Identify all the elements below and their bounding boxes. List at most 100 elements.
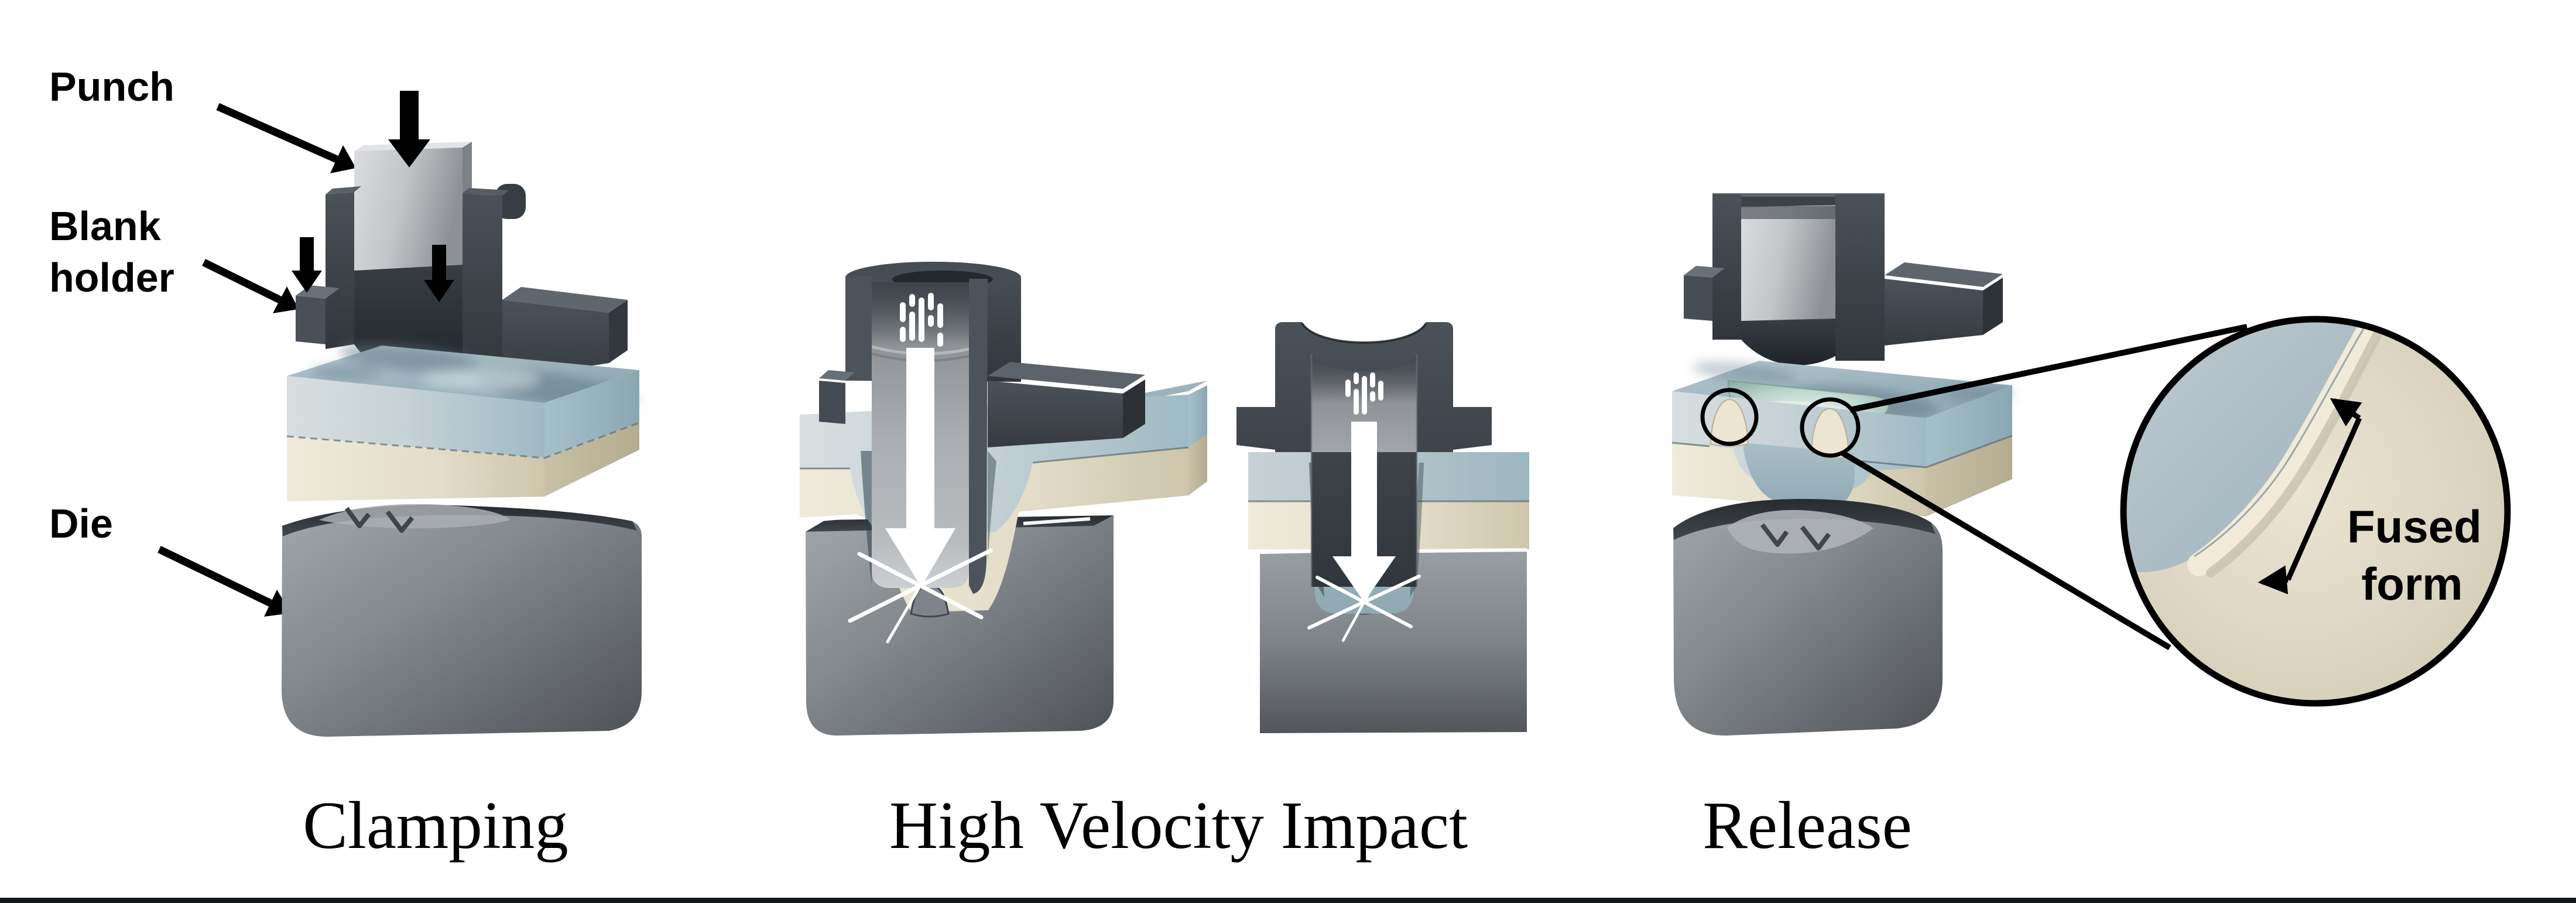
blank-sheet bbox=[286, 343, 640, 501]
measure-arrow-line bbox=[2285, 417, 2362, 581]
die-top-face bbox=[1673, 499, 1936, 540]
blank-bottom-layer-side bbox=[1188, 435, 1207, 495]
left-flange-top-face bbox=[1684, 266, 1725, 278]
left-holder-force-arrow-icon bbox=[292, 237, 322, 293]
mottle-blob bbox=[310, 364, 381, 381]
die-body bbox=[282, 505, 642, 737]
left-flange-front-face bbox=[296, 296, 326, 344]
die-cavity-highlight bbox=[1727, 509, 1873, 554]
blank-top-layer-side bbox=[1926, 385, 2012, 467]
layer-boundary-line bbox=[1671, 435, 2013, 468]
cut-wall-left bbox=[845, 276, 872, 381]
panel-impact bbox=[800, 262, 1529, 736]
panel-release bbox=[1671, 193, 2248, 736]
holder-right-wall bbox=[1835, 194, 1885, 361]
arrow-head bbox=[1332, 556, 1396, 602]
holder-front-saddle bbox=[1741, 319, 1835, 365]
cut-wall-right bbox=[969, 279, 988, 594]
right-flange-front-face bbox=[1885, 279, 1983, 346]
holder-left-wall bbox=[1712, 194, 1741, 340]
speed-streaks bbox=[1345, 372, 1383, 415]
draw-wall-shadow-left bbox=[861, 451, 872, 586]
blank-holder-label-line2: holder bbox=[49, 255, 174, 300]
die-block bbox=[1673, 499, 1943, 736]
caption-clamping: Clamping bbox=[303, 788, 568, 863]
fused-form-label-line2: form bbox=[2361, 558, 2462, 610]
bottom-rule bbox=[0, 898, 2576, 903]
layer-boundary-line bbox=[800, 446, 1189, 470]
right-flange-top-face bbox=[502, 287, 628, 313]
die-contact-gap bbox=[804, 515, 1091, 525]
left-flange-front-face bbox=[1684, 275, 1712, 321]
speed-streaks bbox=[900, 293, 943, 347]
blank-bottom-layer-side bbox=[1926, 436, 2012, 517]
right-flange-front-face bbox=[988, 381, 1123, 447]
left-flange-front-face bbox=[819, 381, 845, 424]
right-flange-side-face bbox=[1983, 278, 2003, 335]
punch-blank-holder-assembly bbox=[1684, 193, 2003, 365]
left-flange-top-face bbox=[819, 370, 855, 381]
callout-line-upper bbox=[1849, 324, 2248, 413]
mottle-blob bbox=[422, 369, 539, 390]
punch-leader-arrowhead-icon bbox=[330, 145, 356, 173]
die-contact-gap bbox=[1260, 548, 1527, 553]
die-label: Die bbox=[49, 501, 113, 546]
blank-top-layer-side bbox=[544, 370, 639, 458]
blank-top-layer-front bbox=[287, 376, 544, 458]
mottle-blob bbox=[340, 343, 480, 374]
mottle-blob bbox=[1692, 361, 1797, 384]
panel-clamping: Punch Blank holder Die bbox=[49, 64, 642, 737]
holder-top-curve bbox=[1301, 322, 1427, 344]
impact-3d-view bbox=[800, 262, 1207, 736]
die-cavity-notches bbox=[1760, 523, 1831, 550]
punch-leader-arrow bbox=[216, 103, 338, 163]
draw-wall-shadow-right bbox=[988, 451, 996, 562]
holder-right-wall-top bbox=[463, 188, 509, 196]
impact-section-view bbox=[1236, 322, 1529, 733]
part-labels: Punch Blank holder Die bbox=[49, 64, 356, 617]
inset-fused-ridge bbox=[2187, 320, 2383, 576]
die-cavity-notches bbox=[344, 507, 415, 533]
right-flange-side-face bbox=[609, 300, 628, 363]
magnifier-inset: Fused form bbox=[2120, 316, 2511, 707]
punch-front-face bbox=[1741, 205, 1835, 326]
punch-top-shadow bbox=[1741, 206, 1835, 219]
blank-top-layer-side bbox=[1188, 385, 1207, 447]
impact-arrow-icon bbox=[1307, 372, 1421, 642]
blank-bottom-layer-side bbox=[544, 423, 639, 497]
punch-force-arrow-icon bbox=[388, 91, 430, 167]
arrow-shaft bbox=[1351, 422, 1377, 557]
die-block bbox=[282, 504, 642, 737]
punch-blank-holder-assembly bbox=[292, 91, 628, 382]
measure-arrow-icon bbox=[2258, 398, 2362, 594]
layer-boundary-line bbox=[286, 422, 640, 459]
drawn-cup-front bbox=[1743, 443, 1855, 507]
measure-arrow-upper bbox=[2330, 398, 2362, 427]
caption-release: Release bbox=[1703, 788, 1912, 863]
fused-form-label-line1: Fused bbox=[2347, 501, 2482, 552]
fused-bump-left bbox=[1710, 398, 1749, 447]
punch-front-face bbox=[354, 148, 463, 271]
holder-left-wall-top bbox=[326, 186, 361, 194]
impact-arrow-icon bbox=[848, 293, 993, 644]
die-leader-arrow bbox=[157, 546, 272, 607]
formed-blank bbox=[1671, 361, 2014, 517]
blank-holder-leader-arrowhead-icon bbox=[273, 286, 299, 313]
blank-holder-leader-arrow bbox=[202, 259, 282, 303]
blank-holder-label-line1: Blank bbox=[49, 203, 161, 249]
callout-circle-left bbox=[1700, 388, 1759, 446]
holder-right-wall bbox=[463, 193, 502, 378]
inset-circle-outline bbox=[2120, 316, 2511, 707]
arrow-shaft bbox=[906, 348, 934, 531]
impact-burst bbox=[1307, 562, 1421, 642]
callout-circle-right bbox=[1800, 397, 1861, 458]
callout-line-lower bbox=[1841, 450, 2171, 651]
die-body bbox=[1673, 499, 1943, 736]
right-flange-top-face bbox=[1885, 262, 2003, 287]
right-holder-force-arrow-icon bbox=[424, 245, 454, 302]
impact-burst bbox=[848, 528, 993, 644]
holder-top-edge bbox=[1712, 193, 1885, 197]
inset-ridge-shadow bbox=[2206, 330, 2382, 577]
